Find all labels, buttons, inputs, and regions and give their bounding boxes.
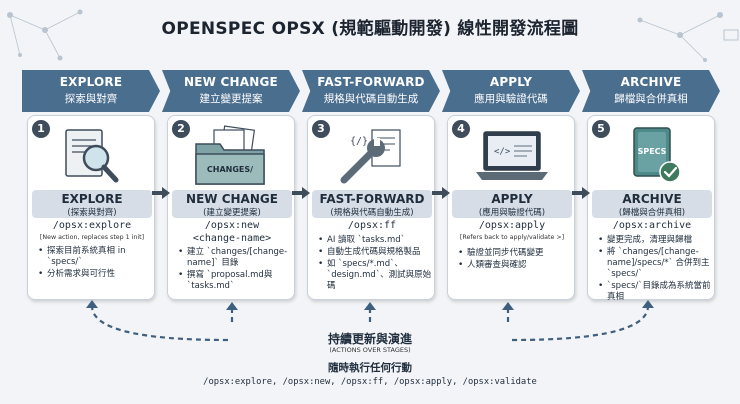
banner-sublabel: 歸檔與合併真相 — [614, 93, 688, 105]
step-command: /opsx:archive — [612, 220, 692, 231]
step-number: 2 — [172, 120, 190, 138]
list-item: `specs/`目錄成為系統當前真相 — [598, 281, 712, 303]
network-decoration-right-icon — [637, 12, 739, 62]
step-title: APPLY — [491, 192, 533, 206]
step-number: 5 — [592, 120, 610, 138]
arrow-right-icon — [152, 187, 170, 199]
list-item: 驗證並同步代碼變更 — [458, 248, 572, 259]
step-label: FAST-FORWARD (規格與代碼自動生成) — [312, 190, 432, 218]
banner-explore: EXPLORE 探索與對齊 — [22, 70, 160, 112]
archive-box-icon: SPECS — [633, 127, 681, 183]
banner-label: ARCHIVE — [620, 75, 682, 89]
step-card-new-change: 2 CHANGES/ NEW CHANGE (建立變更提案) /opsx:new… — [167, 115, 295, 300]
banner-label: APPLY — [489, 75, 533, 89]
loop-commands: /opsx:explore, /opsx:new, /opsx:ff, /ops… — [203, 377, 537, 387]
list-item: 探索目前系統真相 in `specs/` — [38, 246, 152, 268]
step-label: APPLY (應用與驗證代碼) — [452, 190, 572, 218]
list-item: 變更完成，清理與歸檔 — [598, 235, 712, 246]
step-label: ARCHIVE (歸檔與合併真相) — [592, 190, 712, 218]
step-subtitle: (應用與驗證代碼) — [478, 208, 546, 218]
banner-sublabel: 探索與對齊 — [64, 93, 118, 105]
step-title: EXPLORE — [61, 192, 123, 206]
step-card-explore: 1 EXPLORE (探索與對齊) /opsx:explore [New act… — [27, 115, 155, 300]
list-item: 分析需求與可行性 — [38, 269, 152, 280]
arrow-right-icon — [572, 187, 590, 199]
step-bullets: 變更完成，清理與歸檔 將 `changes/[change-name]/spec… — [598, 235, 712, 304]
list-item: 自動生成代碼與規格製品 — [318, 247, 432, 258]
banner-label: EXPLORE — [59, 75, 123, 89]
banner-new-change: NEW CHANGE 建立變更提案 — [162, 70, 300, 112]
magnifier-document-icon — [65, 129, 119, 183]
step-title: FAST-FORWARD — [319, 192, 425, 206]
banner-sublabel: 應用與驗證代碼 — [474, 93, 548, 105]
step-command: /opsx:new — [204, 220, 260, 231]
list-item: 撰寫 `proposal.md與 `tasks.md` — [178, 270, 292, 292]
step-title: NEW CHANGE — [186, 192, 278, 206]
step-subtitle: (探索與對齊) — [67, 208, 117, 218]
step-command: /opsx:ff — [347, 220, 397, 231]
list-item: 人類審查與確認 — [458, 260, 572, 271]
loop-caption: 隨時執行任何行動 — [328, 362, 412, 374]
banner-apply: APPLY 應用與驗證代碼 — [442, 70, 580, 112]
folder-icon: CHANGES/ — [195, 125, 265, 185]
step-label: NEW CHANGE (建立變更提案) — [172, 190, 292, 218]
step-label: EXPLORE (探索與對齊) — [32, 190, 152, 218]
step-card-fast-forward: 3 {/} FAST-FORWARD (規格與代碼自動生成) /opsx:ff … — [307, 115, 435, 300]
arrow-right-icon — [292, 187, 310, 199]
step-note: [New action, replaces step 1 init] — [39, 234, 145, 241]
step-subtitle: (歸檔與合併真相) — [618, 208, 686, 218]
step-card-apply: 4 </> APPLY (應用與驗證代碼) /opsx:apply [Refer… — [447, 115, 575, 300]
wrench-icon: {/} — [340, 129, 401, 184]
banner-label: NEW CHANGE — [184, 75, 278, 89]
list-item: 將 `changes/[change-name]/specs/*` 合併到主 `… — [598, 247, 712, 280]
step-bullets: 探索目前系統真相 in `specs/` 分析需求與可行性 — [38, 246, 152, 281]
banner-label: FAST-FORWARD — [317, 75, 425, 89]
list-item: AI 讀取 `tasks.md` — [318, 235, 432, 246]
banner-sublabel: 規格與代碼自動生成 — [323, 93, 419, 105]
list-item: 如 `specs/*.md`、`design.md`、測試與原始碼 — [318, 259, 432, 292]
step-note: [Refers back to apply/validate >] — [459, 234, 565, 241]
loop-subtitle: (ACTIONS OVER STAGES) — [329, 346, 411, 354]
step-subtitle: (建立變更提案) — [203, 208, 261, 218]
banner-fast-forward: FAST-FORWARD 規格與代碼自動生成 — [302, 70, 440, 112]
page-title: OPENSPEC OPSX (規範驅動開發) 線性開發流程圖 — [161, 19, 579, 39]
step-command: /opsx:explore — [52, 220, 132, 231]
step-command-arg: <change-name> — [192, 233, 272, 244]
step-title: ARCHIVE — [622, 192, 682, 206]
loop-title: 持續更新與演進 — [327, 332, 412, 346]
step-number: 1 — [32, 120, 50, 138]
list-item: 建立 `changes/[change-name]` 目錄 — [178, 247, 292, 269]
step-bullets: 驗證並同步代碼變更 人類審查與確認 — [458, 248, 572, 272]
laptop-code-icon: </> — [476, 131, 548, 180]
step-bullets: AI 讀取 `tasks.md` 自動生成代碼與規格製品 如 `specs/*.… — [318, 235, 432, 293]
box-label: SPECS — [638, 147, 667, 156]
step-card-archive: 5 SPECS ARCHIVE (歸檔與合併真相) /opsx:archive … — [587, 115, 715, 302]
folder-label: CHANGES/ — [207, 165, 253, 174]
arrow-right-icon — [432, 187, 450, 199]
code-glyph: </> — [494, 147, 511, 157]
banner-sublabel: 建立變更提案 — [199, 93, 263, 105]
step-subtitle: (規格與代碼自動生成) — [330, 208, 414, 218]
banner-archive: ARCHIVE 歸檔與合併真相 — [582, 70, 720, 112]
step-command: /opsx:apply — [478, 220, 546, 231]
step-number: 3 — [312, 120, 330, 138]
code-glyph: {/} — [350, 136, 368, 147]
step-bullets: 建立 `changes/[change-name]` 目錄 撰寫 `propos… — [178, 247, 292, 293]
step-number: 4 — [452, 120, 470, 138]
network-decoration-left-icon — [7, 9, 83, 61]
